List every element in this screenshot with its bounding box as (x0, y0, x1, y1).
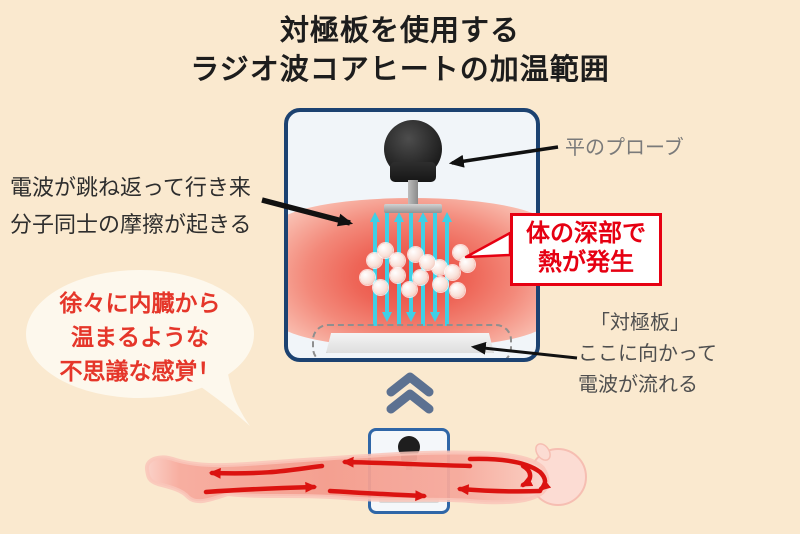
probe-label: 平のプローブ (565, 137, 684, 159)
molecule-particle (373, 280, 388, 295)
molecule-particle (460, 257, 475, 272)
speech-bubble-tail (185, 374, 250, 426)
friction-label-line-2: 分子同士の摩擦が起きる (10, 212, 252, 237)
radio-wave-arrows-icon (370, 208, 452, 326)
probe-collar (390, 162, 436, 182)
title-line-2: ラジオ波コアヒートの加温範囲 (190, 54, 610, 86)
molecule-particle (367, 253, 382, 268)
speech-bubble-line-2: 温まるような (71, 324, 209, 350)
molecule-particle (390, 268, 405, 283)
title-line-1: 対極板を使用する (279, 15, 520, 47)
heat-flow-arrows (203, 456, 552, 502)
friction-label: 電波が跳ね返って行き来 分子同士の摩擦が起きる (10, 169, 252, 243)
molecule-particle (408, 247, 423, 262)
molecule-particle (360, 270, 375, 285)
electrode-plate-label-line-1: 「対極板」 (590, 312, 690, 334)
friction-label-line-1: 電波が跳ね返って行き来 (10, 175, 251, 200)
molecule-particle (433, 277, 448, 292)
molecule-particle (445, 265, 460, 280)
molecule-particle (402, 282, 417, 297)
electrode-plate-label-line-3: 電波が流れる (578, 374, 698, 396)
molecule-particle (413, 270, 428, 285)
electrode-plate-label: 「対極板」 ここに向かって 電波が流れる (578, 308, 717, 401)
deep-heat-callout: 体の深部で 熱が発生 (510, 213, 662, 286)
deep-heat-line-2: 熱が発生 (538, 249, 634, 276)
speech-bubble-text: 徐々に内臓から 温まるような 不思議な感覚！ (26, 270, 254, 388)
patient-nose (535, 443, 551, 461)
molecule-particle (378, 243, 393, 258)
page-title: 対極板を使用する ラジオ波コアヒートの加温範囲 (0, 12, 800, 90)
electrode-plate-icon (326, 333, 494, 353)
molecule-particle (420, 255, 435, 270)
speech-bubble-line-1: 徐々に内臓から (59, 290, 221, 316)
molecule-particle (390, 253, 405, 268)
molecule-particle (432, 260, 447, 275)
electrode-plate-label-line-2: ここに向かって (578, 343, 717, 365)
electrode-plate-dashed-zone (312, 324, 512, 358)
probe-base-plate (384, 204, 442, 213)
speech-bubble: 徐々に内臓から 温まるような 不思議な感覚！ (26, 270, 254, 398)
molecule-particle (450, 283, 465, 298)
probe-stem (408, 180, 418, 206)
molecule-particle (453, 245, 468, 260)
deep-heat-line-1: 体の深部で (526, 220, 646, 247)
